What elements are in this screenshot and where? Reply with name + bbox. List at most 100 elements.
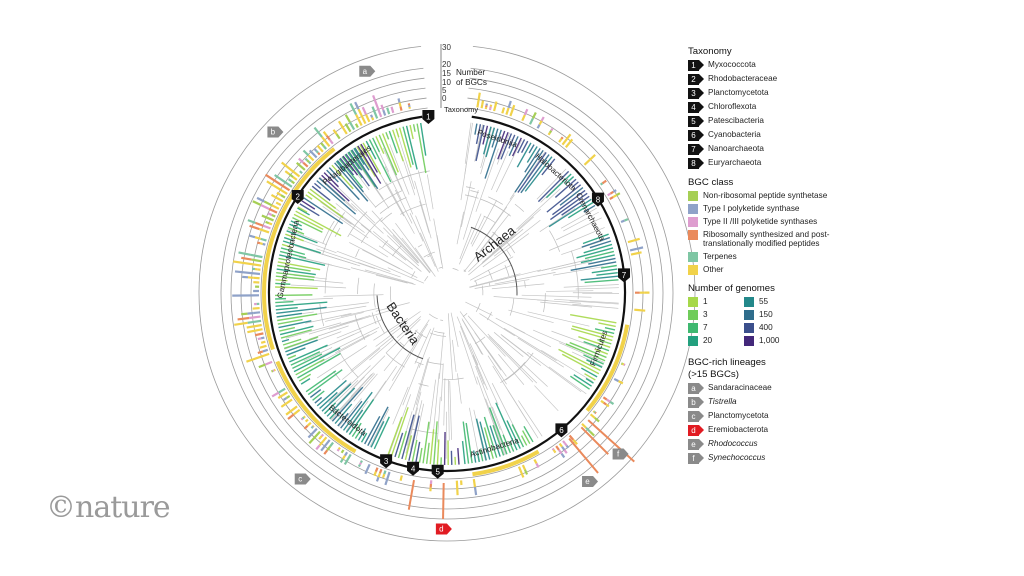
bgc-bar (319, 435, 323, 439)
bgc-bar (472, 478, 477, 488)
genome-fan (394, 432, 404, 458)
genome-fan (584, 373, 596, 381)
genome-fan (275, 275, 315, 281)
genome-fan (277, 264, 311, 272)
genome-fan (275, 301, 328, 307)
bgc-bar (260, 336, 265, 340)
genome-fan (295, 210, 342, 237)
genome-fan (321, 383, 352, 412)
genome-fan (314, 396, 323, 404)
bgc-bar (321, 136, 331, 147)
taxonomy-ring-arc (267, 115, 627, 473)
genome-fan (596, 271, 618, 276)
bgc-bar (561, 133, 572, 146)
bgc-bar (302, 161, 309, 168)
bgc-bar (364, 463, 371, 475)
legend-swatch (688, 204, 698, 214)
tree-branch (375, 274, 408, 284)
tree-arc (470, 190, 479, 194)
genome-fan (475, 124, 485, 162)
bgc-bar (266, 180, 275, 187)
bgc-bar (317, 152, 321, 156)
tree-branch (298, 246, 350, 264)
taxonomy-marker-icon: 2 (688, 74, 705, 85)
tree-branch (401, 237, 431, 273)
lineage-tag-letter: d (439, 525, 443, 534)
bgc-bar (275, 201, 280, 205)
genome-fan (569, 375, 590, 390)
bgc-bar (279, 188, 288, 195)
scale-ring (198, 45, 696, 542)
tree-branch (392, 228, 431, 274)
lineage-tag-icon: d (688, 424, 705, 436)
genome-fan (418, 447, 423, 463)
bgc-bar (234, 321, 248, 326)
genome-fan (474, 123, 478, 135)
tree-arc (480, 198, 511, 217)
tree-branch (469, 343, 499, 405)
tree-arc (452, 268, 459, 271)
bgc-bar (277, 394, 284, 399)
genome-fan (300, 378, 311, 385)
bgc-bar (271, 391, 280, 398)
legend-label: 400 (759, 322, 773, 332)
bgc-bar (382, 109, 387, 116)
tree-branch (498, 354, 525, 385)
genome-fan (326, 169, 339, 183)
legend-genome-item: 400 (744, 322, 800, 333)
genome-fan (307, 369, 343, 396)
tree-branch (443, 378, 446, 426)
bgc-bar (594, 411, 597, 415)
legend-label: Chloroflexota (708, 102, 757, 111)
tree-branch (389, 311, 421, 333)
genome-fan (465, 422, 473, 464)
genome-fan (583, 354, 604, 365)
tree-arc (415, 361, 424, 366)
tree-arc (524, 281, 526, 288)
bgc-bar (254, 332, 264, 337)
taxonomy-marker-icon: 5 (431, 464, 444, 479)
bgc-bar (337, 446, 341, 450)
tree-branch (464, 122, 472, 164)
genome-fan (331, 386, 364, 422)
bgc-bar (624, 218, 629, 222)
tree-branch (549, 227, 605, 251)
genome-fan (578, 336, 611, 348)
legend-swatch (688, 251, 698, 262)
genome-fan (316, 180, 357, 215)
genome-fan (311, 185, 331, 201)
tree-arc (355, 248, 360, 258)
genome-fan (482, 125, 489, 145)
tree-branch (412, 358, 429, 411)
genome-fan (497, 131, 509, 160)
tree-branch (563, 211, 599, 232)
legend-label: Cyanobacteria (708, 130, 761, 139)
genome-fan (290, 220, 302, 227)
genome-fan (524, 156, 553, 192)
bgc-bar (241, 256, 252, 261)
genome-fan (321, 174, 350, 202)
tree-branch (575, 287, 619, 290)
genome-fan (521, 430, 531, 445)
scale-ring (250, 97, 644, 490)
genome-fan (289, 223, 303, 231)
bgc-bar (603, 179, 607, 183)
genome-fan (537, 170, 570, 203)
bgc-bar (618, 380, 624, 385)
tree-branch (559, 342, 605, 363)
genome-fan (508, 134, 516, 149)
tree-branch (330, 387, 362, 421)
tree-branch (485, 398, 507, 455)
genome-fan (287, 226, 305, 235)
legend-lineages-subtitle: (>15 BGCs) (688, 368, 739, 380)
genome-fan (411, 439, 418, 462)
tree-arc (378, 174, 410, 191)
bgc-bar (340, 449, 345, 454)
nature-logo: ©nature (46, 490, 171, 525)
tree-branch (459, 227, 472, 260)
tree-arc (333, 371, 341, 381)
bgc-bar (320, 439, 331, 452)
genome-fan (516, 142, 532, 168)
